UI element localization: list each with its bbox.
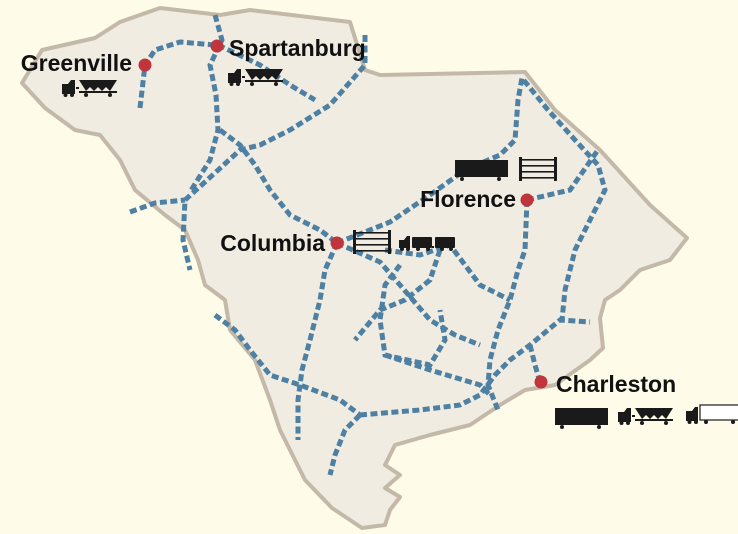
rail-line bbox=[353, 249, 443, 342]
city-charleston[interactable]: Charleston bbox=[534, 371, 738, 429]
city-florence[interactable]: Florence bbox=[420, 157, 557, 212]
city-label-spartanburg: Spartanburg bbox=[229, 35, 366, 61]
rail-line bbox=[218, 128, 339, 245]
rail-line bbox=[295, 241, 340, 440]
city-marker bbox=[520, 193, 534, 207]
rail-network bbox=[129, 14, 608, 476]
rail-line bbox=[129, 197, 186, 215]
state-outline bbox=[20, 6, 689, 530]
city-marker bbox=[138, 58, 152, 72]
rail-line bbox=[359, 317, 591, 418]
rail-line bbox=[384, 242, 512, 303]
city-label-columbia: Columbia bbox=[220, 230, 325, 256]
city-marker bbox=[210, 39, 224, 53]
city-label-florence: Florence bbox=[420, 186, 516, 212]
city-columbia[interactable]: Columbia bbox=[220, 230, 455, 256]
container-truck-icon bbox=[555, 408, 608, 429]
rail-line bbox=[187, 14, 225, 194]
rail-line bbox=[327, 413, 362, 476]
rail-line bbox=[180, 35, 368, 271]
box-truck-icon bbox=[685, 404, 738, 425]
city-spartanburg[interactable]: Spartanburg bbox=[210, 35, 366, 86]
city-marker bbox=[330, 236, 344, 250]
rail-line bbox=[526, 148, 601, 203]
rail-line bbox=[335, 240, 481, 348]
city-label-charleston: Charleston bbox=[556, 371, 676, 397]
rail-line bbox=[485, 199, 530, 411]
truck-with-hopper-car-icon bbox=[618, 408, 673, 425]
rail-line bbox=[137, 39, 216, 109]
rail-line bbox=[213, 313, 362, 417]
city-marker bbox=[534, 375, 548, 389]
rail-line bbox=[336, 72, 608, 321]
city-greenville[interactable]: Greenville bbox=[21, 50, 152, 97]
city-label-greenville: Greenville bbox=[21, 50, 132, 76]
